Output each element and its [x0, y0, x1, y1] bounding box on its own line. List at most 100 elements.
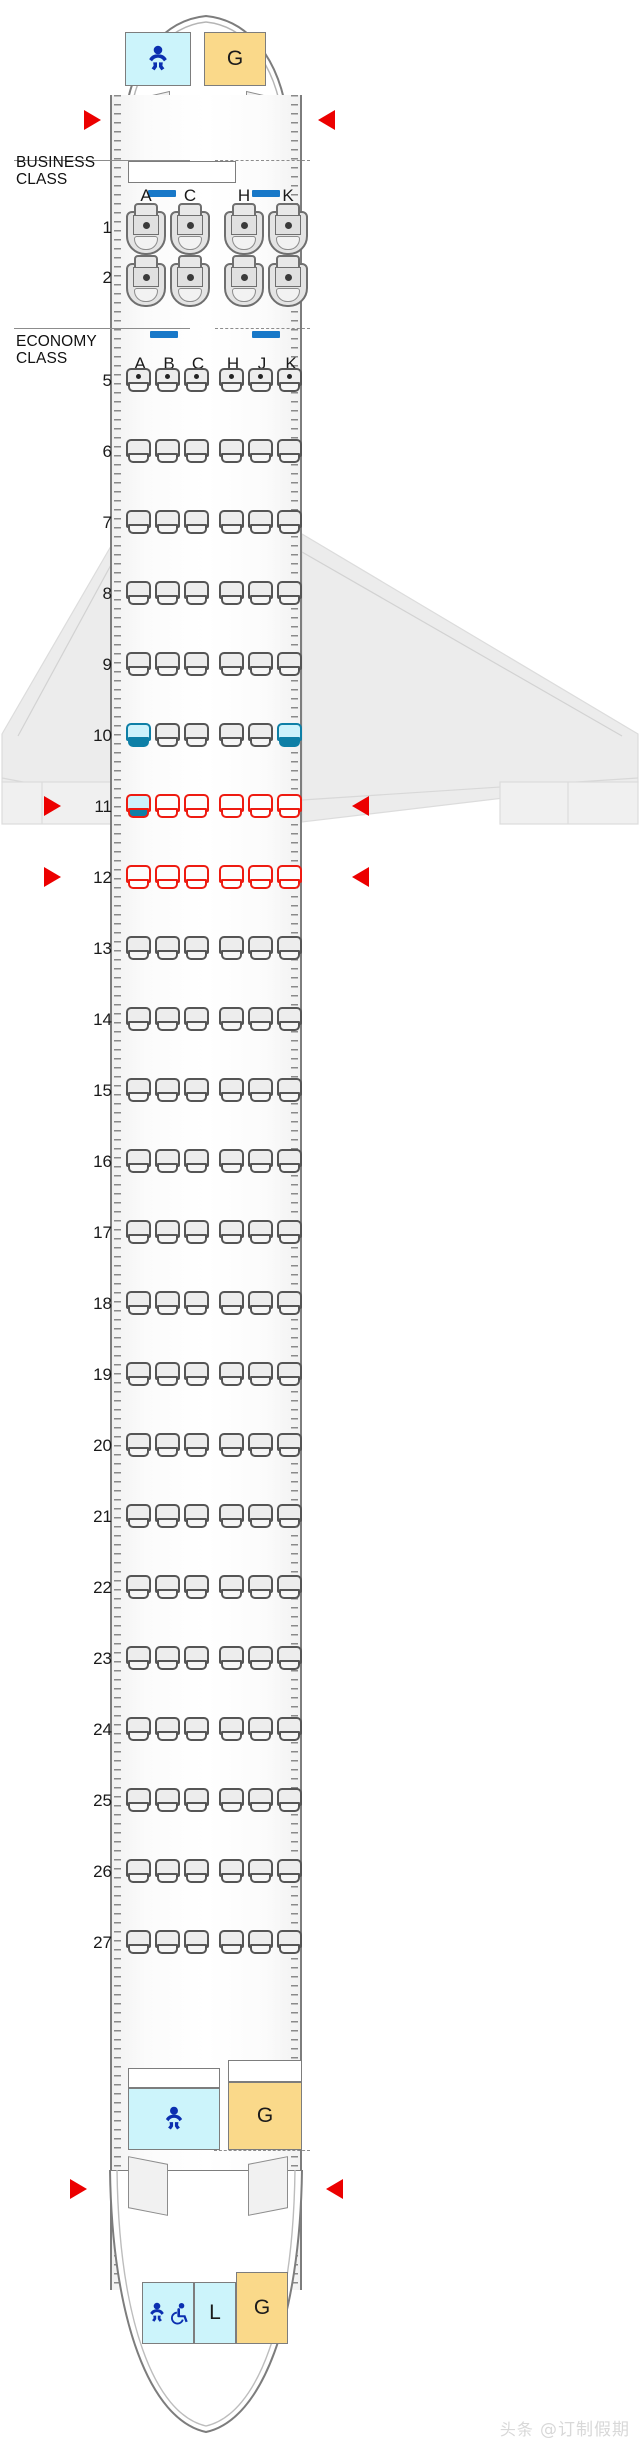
seat-26B[interactable] [155, 1859, 180, 1884]
seat-7K[interactable] [277, 510, 302, 535]
seat-19J[interactable] [248, 1362, 273, 1387]
seat-6A[interactable] [126, 439, 151, 464]
aft-lavatory[interactable]: L [194, 2282, 236, 2344]
seat-1K[interactable] [268, 203, 308, 255]
seat-14A[interactable] [126, 1007, 151, 1032]
seat-17B[interactable] [155, 1220, 180, 1245]
seat-20C[interactable] [184, 1433, 209, 1458]
seat-21A[interactable] [126, 1504, 151, 1529]
seat-13J[interactable] [248, 936, 273, 961]
seat-24C[interactable] [184, 1717, 209, 1742]
seat-24H[interactable] [219, 1717, 244, 1742]
seat-23J[interactable] [248, 1646, 273, 1671]
seat-23H[interactable] [219, 1646, 244, 1671]
seat-26A[interactable] [126, 1859, 151, 1884]
seat-2H[interactable] [224, 255, 264, 307]
seat-19A[interactable] [126, 1362, 151, 1387]
seat-6B[interactable] [155, 439, 180, 464]
seat-6C[interactable] [184, 439, 209, 464]
seat-27J[interactable] [248, 1930, 273, 1955]
seat-19B[interactable] [155, 1362, 180, 1387]
seat-18B[interactable] [155, 1291, 180, 1316]
seat-5J[interactable] [248, 368, 273, 393]
rear-left-lavatory[interactable] [128, 2088, 220, 2150]
seat-1C[interactable] [170, 203, 210, 255]
seat-17A[interactable] [126, 1220, 151, 1245]
seat-12K[interactable] [277, 865, 302, 890]
seat-18H[interactable] [219, 1291, 244, 1316]
seat-25K[interactable] [277, 1788, 302, 1813]
seat-8H[interactable] [219, 581, 244, 606]
seat-25A[interactable] [126, 1788, 151, 1813]
seat-13B[interactable] [155, 936, 180, 961]
seat-13H[interactable] [219, 936, 244, 961]
seat-11J[interactable] [248, 794, 273, 819]
seat-5C[interactable] [184, 368, 209, 393]
seat-25C[interactable] [184, 1788, 209, 1813]
seat-8K[interactable] [277, 581, 302, 606]
seat-26C[interactable] [184, 1859, 209, 1884]
seat-21B[interactable] [155, 1504, 180, 1529]
seat-24A[interactable] [126, 1717, 151, 1742]
seat-27H[interactable] [219, 1930, 244, 1955]
seat-18K[interactable] [277, 1291, 302, 1316]
seat-11A[interactable] [126, 794, 151, 819]
seat-5K[interactable] [277, 368, 302, 393]
seat-23C[interactable] [184, 1646, 209, 1671]
seat-14C[interactable] [184, 1007, 209, 1032]
seat-16K[interactable] [277, 1149, 302, 1174]
seat-1A[interactable] [126, 203, 166, 255]
seat-26H[interactable] [219, 1859, 244, 1884]
seat-17H[interactable] [219, 1220, 244, 1245]
seat-6H[interactable] [219, 439, 244, 464]
seat-12B[interactable] [155, 865, 180, 890]
seat-19H[interactable] [219, 1362, 244, 1387]
seat-14J[interactable] [248, 1007, 273, 1032]
seat-13K[interactable] [277, 936, 302, 961]
seat-10K[interactable] [277, 723, 302, 748]
seat-11H[interactable] [219, 794, 244, 819]
seat-13A[interactable] [126, 936, 151, 961]
seat-12H[interactable] [219, 865, 244, 890]
seat-23B[interactable] [155, 1646, 180, 1671]
seat-15J[interactable] [248, 1078, 273, 1103]
seat-7J[interactable] [248, 510, 273, 535]
seat-20J[interactable] [248, 1433, 273, 1458]
seat-20A[interactable] [126, 1433, 151, 1458]
seat-23A[interactable] [126, 1646, 151, 1671]
seat-25H[interactable] [219, 1788, 244, 1813]
seat-22A[interactable] [126, 1575, 151, 1600]
seat-9H[interactable] [219, 652, 244, 677]
seat-10A[interactable] [126, 723, 151, 748]
seat-9B[interactable] [155, 652, 180, 677]
seat-22H[interactable] [219, 1575, 244, 1600]
seat-13C[interactable] [184, 936, 209, 961]
seat-10B[interactable] [155, 723, 180, 748]
seat-21K[interactable] [277, 1504, 302, 1529]
seat-22B[interactable] [155, 1575, 180, 1600]
seat-15C[interactable] [184, 1078, 209, 1103]
seat-15K[interactable] [277, 1078, 302, 1103]
seat-8C[interactable] [184, 581, 209, 606]
seat-21J[interactable] [248, 1504, 273, 1529]
seat-20H[interactable] [219, 1433, 244, 1458]
seat-22J[interactable] [248, 1575, 273, 1600]
seat-9C[interactable] [184, 652, 209, 677]
seat-16H[interactable] [219, 1149, 244, 1174]
seat-14H[interactable] [219, 1007, 244, 1032]
seat-7H[interactable] [219, 510, 244, 535]
seat-1H[interactable] [224, 203, 264, 255]
seat-2K[interactable] [268, 255, 308, 307]
seat-25B[interactable] [155, 1788, 180, 1813]
seat-7A[interactable] [126, 510, 151, 535]
seat-20B[interactable] [155, 1433, 180, 1458]
seat-11B[interactable] [155, 794, 180, 819]
seat-24K[interactable] [277, 1717, 302, 1742]
seat-8A[interactable] [126, 581, 151, 606]
seat-16C[interactable] [184, 1149, 209, 1174]
seat-17K[interactable] [277, 1220, 302, 1245]
seat-5H[interactable] [219, 368, 244, 393]
seat-7C[interactable] [184, 510, 209, 535]
seat-27B[interactable] [155, 1930, 180, 1955]
seat-18A[interactable] [126, 1291, 151, 1316]
